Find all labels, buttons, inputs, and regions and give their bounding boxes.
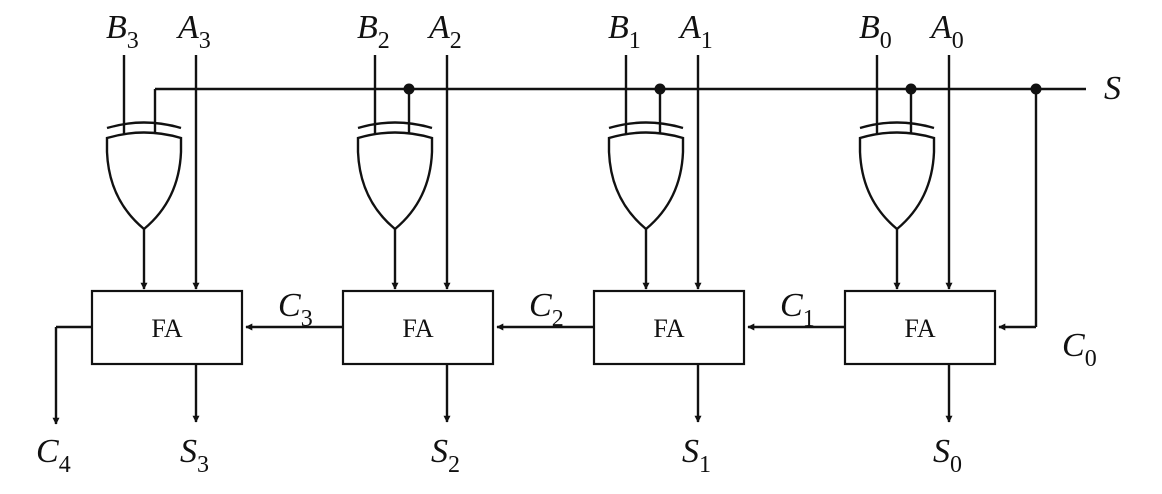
- junction-dot: [403, 83, 415, 95]
- junction-dot: [654, 83, 666, 95]
- xor-gate-arc: [608, 121, 684, 130]
- junction-dot: [905, 83, 917, 95]
- xor-gate: [105, 131, 183, 231]
- full-adder-block: [341, 289, 495, 366]
- junction-dot-carry-in: [1030, 83, 1042, 95]
- input-label-a: A0: [929, 9, 964, 54]
- full-adder-block: [843, 289, 997, 366]
- sum-label: S2: [431, 433, 460, 478]
- xor-gate: [858, 131, 936, 231]
- input-label-a: A1: [678, 9, 713, 54]
- xor-gate-arc: [357, 121, 433, 130]
- input-label-a: A2: [427, 9, 462, 54]
- input-label-b: B0: [859, 9, 892, 54]
- input-label-a: A3: [176, 9, 211, 54]
- input-label-b: B3: [106, 9, 139, 54]
- full-adder-label: FA: [904, 314, 936, 343]
- input-label-b: B1: [608, 9, 641, 54]
- sum-label: S0: [933, 433, 962, 478]
- full-adder-block: [90, 289, 244, 366]
- input-label-b: B2: [357, 9, 390, 54]
- xor-gate-arc: [106, 121, 182, 130]
- control-label-s: S: [1104, 70, 1121, 107]
- full-adder-label: FA: [653, 314, 685, 343]
- carry-label: C3: [278, 287, 313, 332]
- carry-out-label: C4: [36, 433, 71, 478]
- xor-gate: [607, 131, 685, 231]
- full-adder-label: FA: [402, 314, 434, 343]
- carry-label: C1: [780, 287, 815, 332]
- xor-gate-arc: [859, 121, 935, 130]
- carry-in-label: C0: [1062, 327, 1097, 372]
- full-adder-label: FA: [151, 314, 183, 343]
- sum-label: S1: [682, 433, 711, 478]
- xor-gate: [356, 131, 434, 231]
- sum-label: S3: [180, 433, 209, 478]
- carry-label: C2: [529, 287, 564, 332]
- full-adder-block: [592, 289, 746, 366]
